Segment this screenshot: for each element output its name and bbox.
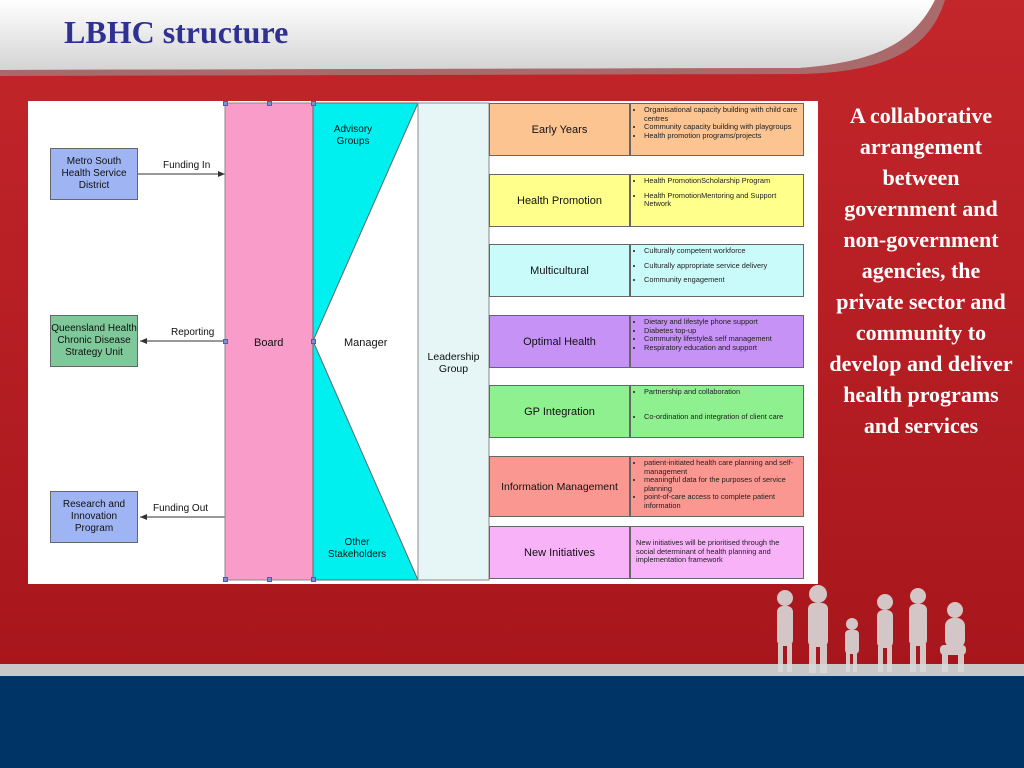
connector-arrows bbox=[138, 102, 490, 581]
program-early-years-details: Organisational capacity building with ch… bbox=[630, 103, 804, 156]
funding-in-label: Funding In bbox=[163, 160, 211, 171]
selection-handle bbox=[223, 101, 228, 106]
board-label: Board bbox=[254, 337, 284, 349]
program-gp-integration-details: Partnership and collaborationCo-ordinati… bbox=[630, 385, 804, 438]
program-multicultural-details: Culturally competent workforceCulturally… bbox=[630, 244, 804, 297]
side-description: A collaborative arrangement between gove… bbox=[829, 103, 1013, 438]
program-health-promotion-details: Health PromotionScholarship ProgramHealt… bbox=[630, 174, 804, 227]
program-early-years: Early Years bbox=[489, 103, 630, 156]
external-queensland-health: Queensland Health Chronic Disease Strate… bbox=[50, 315, 138, 367]
program-gp-integration: GP Integration bbox=[489, 385, 630, 438]
selection-handle bbox=[311, 101, 316, 106]
selection-handle bbox=[223, 577, 228, 582]
manager-shape bbox=[312, 102, 419, 581]
leadership-group-label: Leadership Group bbox=[427, 351, 480, 375]
selection-handle bbox=[223, 339, 228, 344]
program-health-promotion: Health Promotion bbox=[489, 174, 630, 227]
program-information-management: Information Management bbox=[489, 456, 630, 517]
funding-out-label: Funding Out bbox=[153, 503, 209, 514]
leadership-block bbox=[417, 102, 490, 581]
people-silhouettes-icon bbox=[777, 585, 966, 673]
program-optimal-health-details: Dietary and lifestyle phone supportDiabe… bbox=[630, 315, 804, 368]
diagram-panel: Metro South Health Service District Quee… bbox=[28, 101, 818, 584]
advisory-groups-label: Advisory Groups bbox=[333, 124, 373, 147]
board-block bbox=[224, 102, 314, 581]
selection-handle bbox=[311, 339, 316, 344]
selection-handle bbox=[267, 101, 272, 106]
program-new-initiatives: New Initiatives bbox=[489, 526, 630, 579]
selection-handle bbox=[311, 577, 316, 582]
program-multicultural: Multicultural bbox=[489, 244, 630, 297]
reporting-label: Reporting bbox=[171, 327, 215, 338]
program-optimal-health: Optimal Health bbox=[489, 315, 630, 368]
program-new-initiatives-details: New initiatives will be prioritised thro… bbox=[630, 526, 804, 579]
external-research-innovation: Research and Innovation Program bbox=[50, 491, 138, 543]
external-metro-south: Metro South Health Service District bbox=[50, 148, 138, 200]
selection-handle bbox=[267, 577, 272, 582]
other-stakeholders-label: Other Stakeholders bbox=[327, 537, 387, 560]
program-information-management-details: patient-initiated health care planning a… bbox=[630, 456, 804, 517]
manager-label: Manager bbox=[344, 337, 388, 349]
slide-title: LBHC structure bbox=[64, 14, 289, 50]
